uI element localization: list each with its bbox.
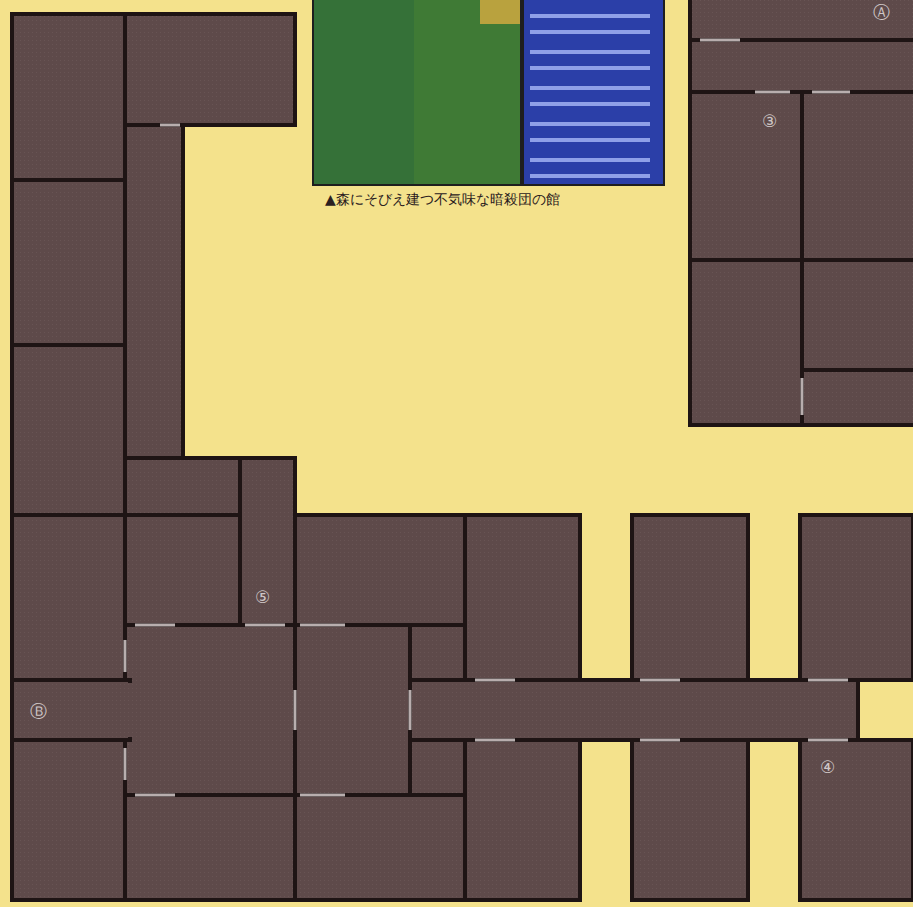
callout-number: ③ <box>762 113 777 130</box>
callout-number: ④ <box>820 759 835 776</box>
callout-number: Ⓐ <box>873 4 890 21</box>
screenshot <box>312 0 665 186</box>
caption: ▲森にそびえ建つ不気味な暗殺団の館 <box>325 191 560 208</box>
callout-number: ⑤ <box>255 589 270 606</box>
rooms <box>12 0 913 900</box>
openings <box>128 461 292 737</box>
callout-number: Ⓑ <box>30 703 47 720</box>
